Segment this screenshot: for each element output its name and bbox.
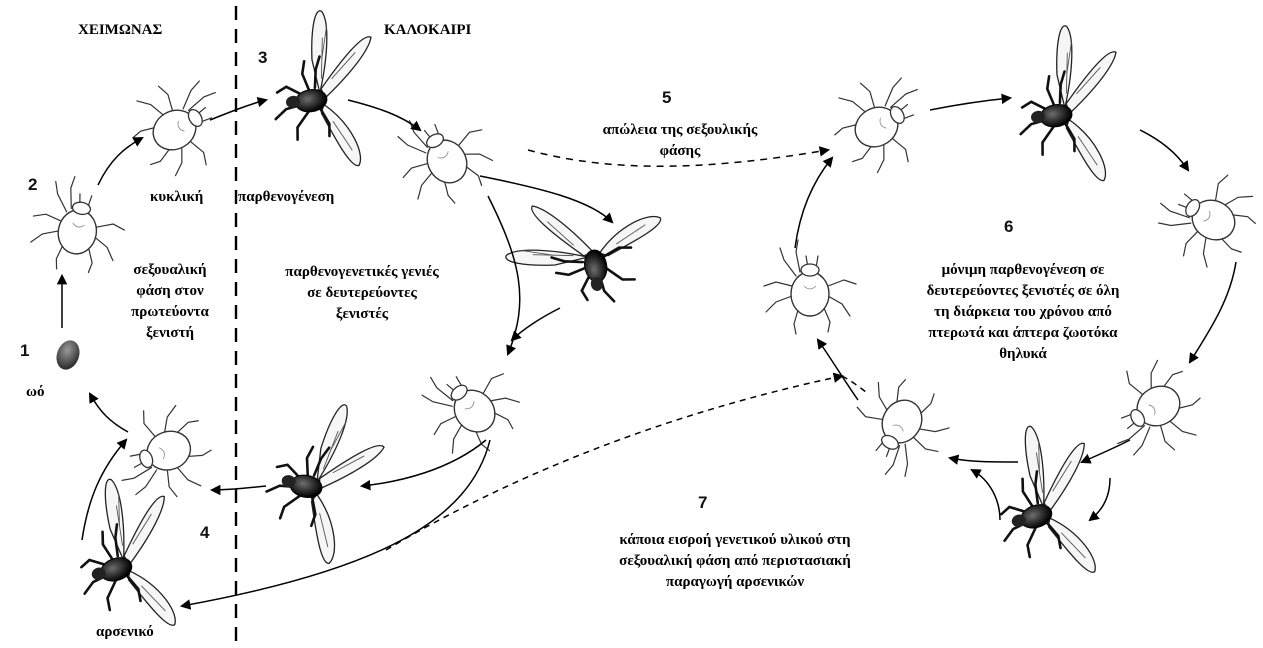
- header-summer: ΚΑΛΟΚΑΙΡΙ: [384, 20, 471, 41]
- label-egg: ωό: [26, 382, 44, 403]
- winged-aphid-cycle-top: [1004, 18, 1138, 193]
- label-permanent-parthenogenesis: μόνιμη παρθενογένεση σε δευτερεύοντες ξε…: [903, 260, 1143, 365]
- arrow-cycle-br: [1082, 440, 1130, 462]
- label-gene-flow: κάποια εισροή γενετικού υλικού στη σεξου…: [590, 530, 880, 593]
- arrow-winged-low-to-winter3: [212, 486, 266, 490]
- arrow-cycle-top: [930, 98, 1010, 110]
- number-3: 3: [258, 48, 267, 68]
- number-5: 5: [662, 88, 671, 108]
- egg-shape: [53, 337, 84, 373]
- number-1: 1: [20, 341, 29, 361]
- arrow-cycle-tr: [1140, 130, 1188, 170]
- winged-aphid-3: [259, 3, 393, 178]
- winged-male-4: [51, 464, 207, 648]
- arrow-3-to-summer1: [348, 100, 420, 130]
- label-parthenogenesis: παρθενογένεση: [238, 187, 334, 208]
- aphid-cycle-right-low: [1089, 346, 1216, 473]
- aphid-summer-1: [380, 92, 507, 219]
- arrow-cycle-left: [795, 158, 832, 248]
- aphid-stage-2: [25, 171, 132, 280]
- arrow-cycle-winged-up: [1090, 478, 1110, 520]
- winged-aphid-summer-low: [256, 394, 390, 569]
- label-male: αρσενικό: [96, 622, 154, 643]
- number-4: 4: [200, 523, 209, 543]
- aphid-cycle-left: [764, 240, 856, 334]
- arrow-winter3-to-egg: [90, 394, 128, 432]
- number-6: 6: [1004, 217, 1013, 237]
- arrow-cycle-bottom-dashed: [842, 376, 866, 392]
- aphid-winter-3: [102, 394, 222, 513]
- arrow-2b-to-3: [210, 100, 266, 120]
- arrow-summer1-to-summer2: [488, 196, 520, 354]
- header-winter: ΧΕΙΜΩΝΑΣ: [78, 20, 162, 41]
- aphid-stage-2b: [117, 63, 244, 190]
- arrow-2-to-2b: [98, 138, 142, 185]
- label-secondary-generations: παρθενογενετικές γενιές σε δευτερεύοντες…: [262, 262, 462, 325]
- label-sexual-phase: σεξουαλική φάση στον πρωτεύοντα ξενιστή: [120, 260, 220, 344]
- number-7: 7: [698, 493, 707, 513]
- arrow-cycle-bl: [818, 340, 858, 400]
- number-2: 2: [28, 175, 37, 195]
- arrow-cycle-winged-up-2: [972, 470, 1000, 520]
- label-loss-sexual: απώλεια της σεξουλικής φάσης: [570, 120, 790, 162]
- arrow-cycle-right: [1190, 262, 1236, 362]
- arrow-cycle-bottom: [950, 458, 1018, 462]
- aphid-cycle-top: [819, 60, 946, 187]
- label-cyclic: κυκλική: [150, 187, 203, 208]
- aphid-cycle-right: [1144, 153, 1263, 280]
